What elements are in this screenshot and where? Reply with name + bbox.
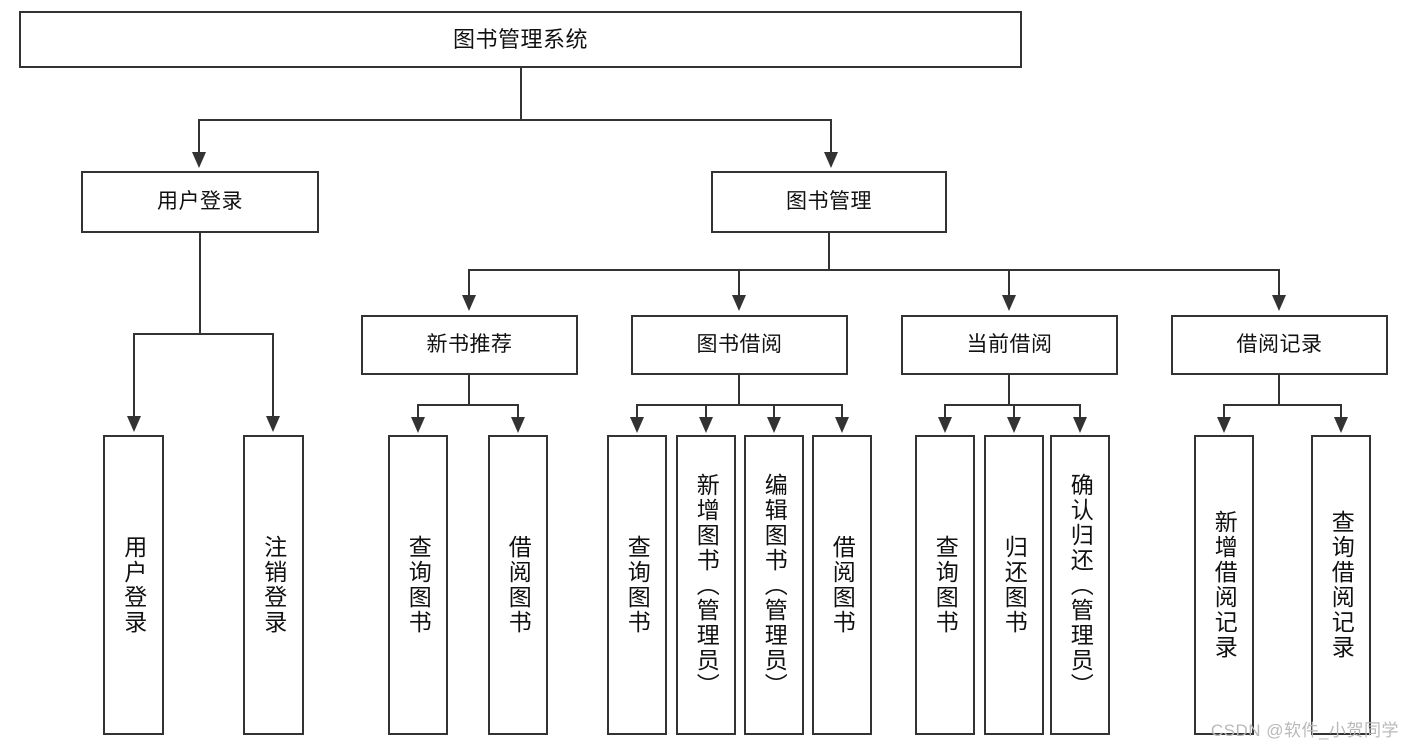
connector-title-stem [520, 68, 522, 120]
node-label: 确认归还（管理员） [1067, 472, 1094, 698]
node-label: 借阅图书 [505, 535, 532, 635]
connector-to-user-login [198, 119, 200, 155]
connector-current-borrow-bus [944, 404, 1080, 406]
connector-level2-drop-1 [468, 269, 470, 297]
arrowhead-leaf-return-book [1007, 417, 1021, 433]
node-label: 用户登录 [120, 535, 147, 635]
connector-borrow-record-drop-1 [1223, 404, 1225, 420]
arrowhead-leaf-add-book [699, 417, 713, 433]
node-borrow-record[interactable]: 借阅记录 [1171, 315, 1388, 375]
arrowhead-book-borrow [732, 295, 746, 311]
node-label: 借阅图书 [829, 535, 856, 635]
connector-borrow-record-drop-2 [1340, 404, 1342, 420]
arrowhead-leaf-query-record [1334, 417, 1348, 433]
node-label: 图书管理 [786, 189, 872, 213]
node-label: 归还图书 [1001, 535, 1028, 635]
node-label: 用户登录 [157, 189, 243, 213]
leaf-borrow-book-1[interactable]: 借阅图书 [488, 435, 548, 735]
connector-current-borrow-drop-1 [944, 404, 946, 420]
node-user-login[interactable]: 用户登录 [81, 171, 319, 233]
connector-level2-bus [468, 269, 1280, 271]
arrowhead-leaf-borrow-book-1 [511, 417, 525, 433]
node-new-book-recommend[interactable]: 新书推荐 [361, 315, 578, 375]
leaf-user-login[interactable]: 用户登录 [103, 435, 164, 735]
connector-to-book-management [830, 119, 832, 155]
arrowhead-leaf-query-book-3 [938, 417, 952, 433]
leaf-borrow-book-2[interactable]: 借阅图书 [812, 435, 872, 735]
connector-book-borrow-drop-2 [705, 404, 707, 420]
connector-level2-drop-2 [738, 269, 740, 297]
leaf-query-book-2[interactable]: 查询图书 [607, 435, 667, 735]
arrowhead-borrow-record [1272, 295, 1286, 311]
arrowhead-current-borrow [1002, 295, 1016, 311]
connector-user-login-drop-1 [133, 333, 135, 418]
leaf-logout[interactable]: 注销登录 [243, 435, 304, 735]
arrowhead-leaf-query-book-2 [630, 417, 644, 433]
connector-book-management-stem [828, 233, 830, 271]
arrowhead-book-management [824, 152, 838, 168]
node-label: 当前借阅 [966, 332, 1053, 356]
connector-book-borrow-bus [636, 404, 842, 406]
node-label: 新增图书（管理员） [693, 472, 720, 698]
leaf-return-book[interactable]: 归还图书 [984, 435, 1044, 735]
node-label: 查询图书 [932, 535, 959, 635]
leaf-query-book-1[interactable]: 查询图书 [388, 435, 448, 735]
connector-user-login-drop-2 [272, 333, 274, 418]
arrowhead-new-book-recommend [462, 295, 476, 311]
connector-current-borrow-drop-3 [1079, 404, 1081, 420]
arrowhead-leaf-user-login [127, 416, 141, 432]
node-label: 新书推荐 [426, 332, 513, 356]
connector-user-login-stem [199, 233, 201, 334]
leaf-add-book[interactable]: 新增图书（管理员） [676, 435, 736, 735]
arrowhead-leaf-add-record [1217, 417, 1231, 433]
connector-level2-drop-4 [1278, 269, 1280, 297]
node-system-title[interactable]: 图书管理系统 [19, 11, 1022, 68]
leaf-query-record[interactable]: 查询借阅记录 [1311, 435, 1371, 735]
arrowhead-leaf-edit-book [767, 417, 781, 433]
connector-current-borrow-drop-2 [1013, 404, 1015, 420]
connector-new-book-bus [417, 404, 519, 406]
connector-borrow-record-bus [1223, 404, 1342, 406]
leaf-edit-book[interactable]: 编辑图书（管理员） [744, 435, 804, 735]
connector-user-login-bus [133, 333, 274, 335]
connector-borrow-record-stem [1278, 375, 1280, 406]
node-label: 注销登录 [260, 535, 287, 635]
node-label: 编辑图书（管理员） [761, 472, 788, 698]
leaf-add-record[interactable]: 新增借阅记录 [1194, 435, 1254, 735]
arrowhead-leaf-query-book-1 [411, 417, 425, 433]
connector-level1-bus [198, 119, 832, 121]
leaf-confirm-return[interactable]: 确认归还（管理员） [1050, 435, 1110, 735]
node-label: 查询图书 [405, 535, 432, 635]
connector-current-borrow-stem [1008, 375, 1010, 406]
node-book-borrow[interactable]: 图书借阅 [631, 315, 848, 375]
node-label: 借阅记录 [1236, 332, 1323, 356]
watermark: CSDN @软件_小贺同学 [1210, 721, 1399, 740]
connector-level2-drop-3 [1008, 269, 1010, 297]
node-label: 图书管理系统 [452, 26, 588, 52]
node-label: 查询图书 [624, 535, 651, 635]
node-book-management[interactable]: 图书管理 [711, 171, 947, 233]
connector-book-borrow-drop-4 [841, 404, 843, 420]
arrowhead-leaf-logout [266, 416, 280, 432]
leaf-query-book-3[interactable]: 查询图书 [915, 435, 975, 735]
arrowhead-user-login [192, 152, 206, 168]
connector-book-borrow-stem [738, 375, 740, 406]
connector-new-book-drop-1 [417, 404, 419, 420]
connector-new-book-drop-2 [517, 404, 519, 420]
node-label: 新增借阅记录 [1211, 510, 1238, 660]
connector-book-borrow-drop-1 [636, 404, 638, 420]
node-current-borrow[interactable]: 当前借阅 [901, 315, 1118, 375]
connector-book-borrow-drop-3 [773, 404, 775, 420]
arrowhead-leaf-borrow-book-2 [835, 417, 849, 433]
arrowhead-leaf-confirm-return [1073, 417, 1087, 433]
node-label: 图书借阅 [696, 332, 783, 356]
node-label: 查询借阅记录 [1328, 510, 1355, 660]
connector-new-book-stem [468, 375, 470, 406]
